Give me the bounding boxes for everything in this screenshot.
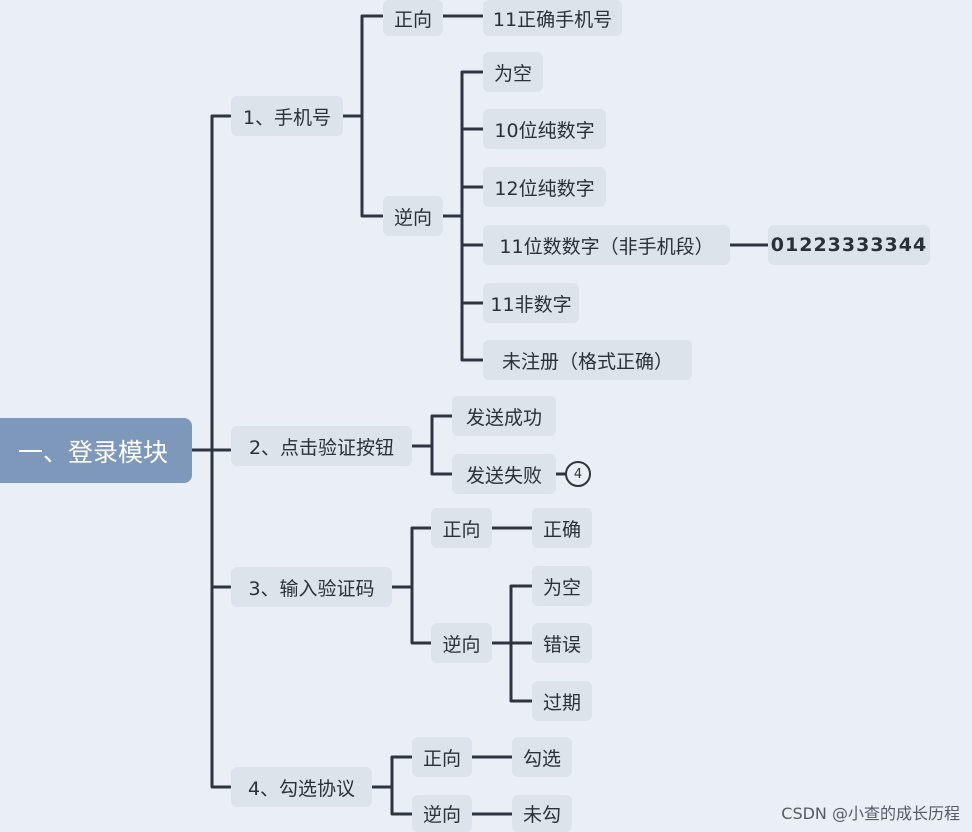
- branch-input-code: 3、输入验证码: [231, 567, 392, 607]
- agree-unchecked: 未勾: [512, 795, 572, 832]
- phone-positive: 正向: [383, 0, 443, 36]
- send-fail: 发送失败: [452, 454, 556, 494]
- phone-10-digits: 10位纯数字: [483, 109, 606, 149]
- agree-checked: 勾选: [512, 737, 572, 777]
- edge-root-branches: [188, 114, 232, 789]
- example-number: 01223333344: [768, 225, 930, 265]
- edge-agreement: [370, 755, 414, 816]
- code-negative: 逆向: [431, 623, 492, 663]
- branch-agreement: 4、勾选协议: [231, 767, 372, 807]
- phone-empty: 为空: [483, 52, 543, 92]
- root-node: 一、登录模块: [0, 418, 192, 483]
- agree-positive: 正向: [412, 737, 472, 777]
- collapsed-count-badge[interactable]: 4: [565, 461, 591, 487]
- edge-code-negative: [490, 584, 534, 703]
- edge-phone: [341, 14, 384, 218]
- code-correct: 正确: [532, 508, 592, 548]
- code-positive: 正向: [431, 508, 492, 548]
- branch-verify-button: 2、点击验证按钮: [231, 426, 412, 466]
- phone-unregistered: 未注册（格式正确）: [483, 340, 692, 380]
- phone-valid-11: 11正确手机号: [483, 0, 622, 36]
- phone-12-digits: 12位纯数字: [483, 167, 606, 207]
- phone-negative: 逆向: [383, 196, 443, 236]
- agree-negative: 逆向: [412, 795, 472, 832]
- edge-phone-negative: [441, 70, 485, 362]
- send-success: 发送成功: [452, 396, 556, 436]
- edge-verify-button: [410, 414, 454, 476]
- branch-phone: 1、手机号: [231, 96, 343, 136]
- edge-input-code: [390, 526, 433, 645]
- code-wrong: 错误: [532, 623, 592, 663]
- code-empty: 为空: [532, 566, 592, 606]
- phone-11-non-mobile: 11位数数字（非手机段）: [483, 225, 730, 265]
- code-expired: 过期: [532, 681, 592, 721]
- phone-11-non-digit: 11非数字: [483, 283, 579, 323]
- watermark: CSDN @小查的成长历程: [781, 804, 960, 823]
